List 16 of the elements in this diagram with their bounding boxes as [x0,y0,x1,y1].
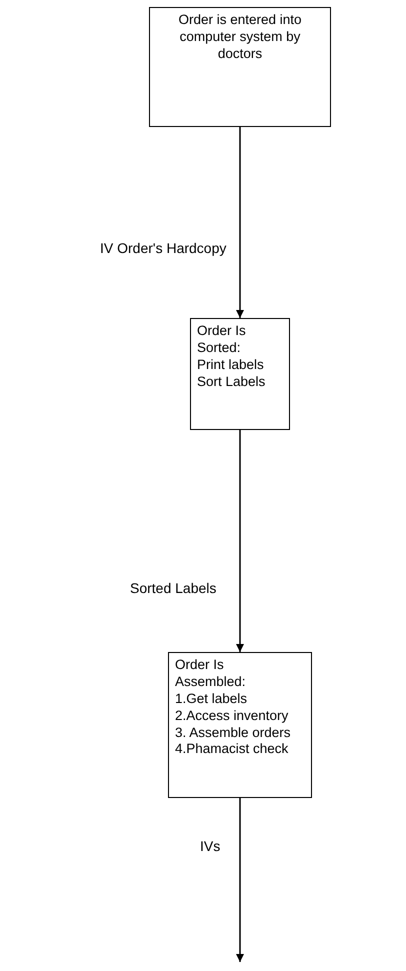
box-heading: Order Is Assembled: [175,657,245,691]
box-heading: Order Is Sorted: [197,323,247,357]
box-text: 1.Get labels [175,690,248,708]
process-box [190,318,290,430]
arrow [236,798,244,962]
box-text: 3. Assemble orders [175,724,292,742]
arrow [236,127,244,318]
box-text: 2.Access inventory [175,708,290,724]
arrow [236,430,244,652]
edge-label: IV Order's Hardcopy [100,240,226,257]
box-text: Order is entered into computer system by doctors [177,12,303,63]
process-box [168,652,312,798]
process-box [149,7,331,127]
box-text: 4.Phamacist check [175,741,290,758]
box-text: Sort Labels [197,374,266,390]
box-text: Print labels [197,356,265,374]
